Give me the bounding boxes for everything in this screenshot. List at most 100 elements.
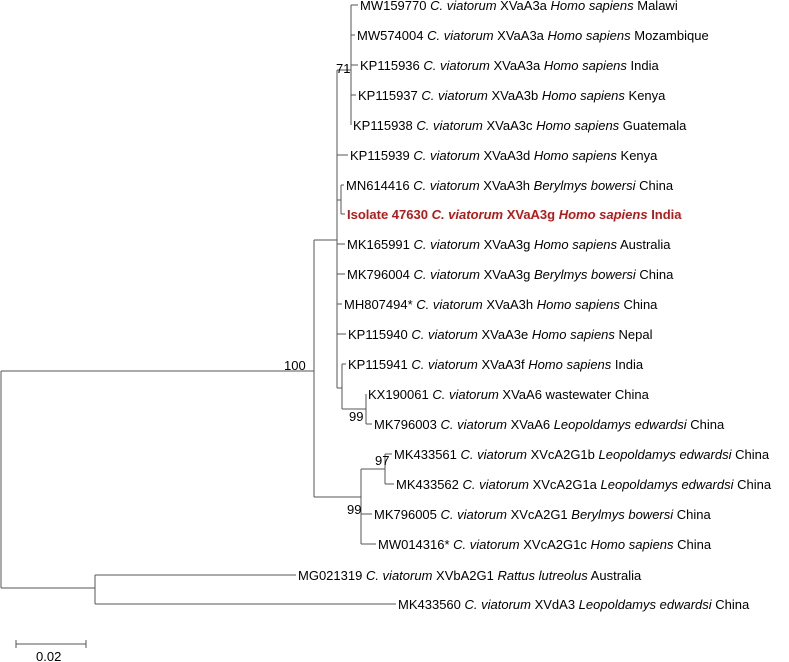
taxon-country: China [674, 537, 712, 552]
taxon-subtype: XVaA3h [480, 178, 534, 193]
taxon-country: Kenya [625, 88, 666, 103]
taxon-accession: MK796004 [347, 267, 414, 282]
taxon-species: C. viatorum [416, 297, 483, 312]
taxon-country: China [673, 507, 711, 522]
taxon-label-MW014316: MW014316* C. viatorum XVcA2G1c Homo sapi… [378, 537, 712, 552]
taxon-accession: MK796005 [374, 507, 441, 522]
taxon-country: China [731, 447, 769, 462]
tree-branches [0, 4, 396, 605]
taxon-accession: KP115938 [353, 118, 416, 133]
taxon-label-KP115940: KP115940 C. viatorum XVaA3e Homo sapiens… [348, 327, 653, 342]
taxon-country: India [627, 58, 660, 73]
taxon-country: China [733, 477, 771, 492]
taxon-host: Homo sapiens [534, 148, 618, 163]
taxon-subtype: XVaA3a [490, 58, 544, 73]
taxon-subtype: XVcA2G1a [529, 477, 601, 492]
taxon-species: C. viatorum [413, 148, 480, 163]
scale-bar: 0.02 [15, 640, 87, 662]
taxon-label-MK165991: MK165991 C. viatorum XVaA3g Homo sapiens… [347, 237, 671, 252]
taxon-label-KP115939: KP115939 C. viatorum XVaA3d Homo sapiens… [350, 148, 658, 163]
taxon-subtype: XVcA2G1 [507, 507, 571, 522]
taxon-species: C. viatorum [411, 327, 478, 342]
taxon-accession: MW014316* [378, 537, 453, 552]
taxon-accession: MK796003 [374, 417, 441, 432]
taxon-species: C. viatorum [366, 568, 433, 583]
taxon-host: Homo sapiens [534, 237, 618, 252]
taxon-subtype: XVaA3g [480, 267, 534, 282]
taxon-species: C. viatorum [416, 118, 483, 133]
taxon-species: C. viatorum [430, 0, 497, 13]
taxon-species: C. viatorum [427, 28, 494, 43]
taxon-country: Kenya [617, 148, 658, 163]
taxon-label-MK796003: MK796003 C. viatorum XVaA6 Leopoldamys e… [374, 417, 725, 432]
taxon-host: Leopoldamys edwardsi [599, 447, 733, 462]
taxon-country: Australia [617, 237, 671, 252]
taxon-species: C. viatorum [414, 267, 481, 282]
taxon-label-MW574004: MW574004 C. viatorum XVaA3a Homo sapiens… [357, 28, 709, 43]
taxon-species: C. viatorum [413, 178, 480, 193]
taxon-label-MN614416: MN614416 C. viatorum XVaA3h Berylmys bow… [346, 178, 674, 193]
taxon-label-KP115941: KP115941 C. viatorum XVaA3f Homo sapiens… [348, 357, 644, 372]
taxon-subtype: XVaA3g [480, 237, 534, 252]
taxon-label-KP115936: KP115936 C. viatorum XVaA3a Homo sapiens… [360, 58, 659, 73]
taxon-species: C. viatorum [432, 207, 504, 222]
taxon-accession: KP115936 [360, 58, 423, 73]
taxon-accession: MN614416 [346, 178, 413, 193]
taxon-species: C. viatorum [421, 88, 488, 103]
taxon-country: India [648, 207, 683, 222]
taxon-accession: MK165991 [347, 237, 414, 252]
taxon-subtype: XVaA3b [488, 88, 542, 103]
taxon-country: China [611, 387, 649, 402]
taxon-host: Homo sapiens [590, 537, 674, 552]
taxon-species: C. viatorum [423, 58, 490, 73]
taxon-label-ISOLATE47630: Isolate 47630 C. viatorum XVaA3g Homo sa… [347, 207, 682, 222]
taxon-subtype: XVaA3g [503, 207, 559, 222]
taxon-host: Leopoldamys edwardsi [579, 597, 713, 612]
taxon-host: Homo sapiens [542, 88, 626, 103]
taxon-country: Malawi [634, 0, 678, 13]
taxon-accession: MW159770 [360, 0, 430, 13]
taxon-country: Nepal [615, 327, 653, 342]
taxon-subtype: XVaA6 [507, 417, 554, 432]
taxon-subtype: XVcA2G1b [527, 447, 599, 462]
taxon-host: Homo sapiens [544, 58, 628, 73]
taxon-subtype: XVaA3a [494, 28, 548, 43]
taxon-country: China [620, 297, 658, 312]
taxon-subtype: XVcA2G1c [520, 537, 591, 552]
taxon-species: C. viatorum [414, 237, 481, 252]
taxon-country: China [687, 417, 725, 432]
taxon-labels: MW159770 C. viatorum XVaA3a Homo sapiens… [298, 0, 772, 612]
taxon-country: Guatemala [619, 118, 687, 133]
taxon-subtype: XVaA3e [478, 327, 532, 342]
taxon-subtype: XVdA3 [531, 597, 579, 612]
taxon-host: Berylmys bowersi [534, 267, 637, 282]
taxon-species: C. viatorum [441, 507, 508, 522]
taxon-host: Leopoldamys edwardsi [554, 417, 688, 432]
taxon-species: C. viatorum [432, 387, 499, 402]
taxon-host: Leopoldamys edwardsi [601, 477, 735, 492]
taxon-accession: MG021319 [298, 568, 366, 583]
taxon-subtype: XVaA3c [483, 118, 536, 133]
taxon-species: C. viatorum [453, 537, 520, 552]
taxon-country: Australia [588, 568, 642, 583]
taxon-accession: MH807494* [344, 297, 416, 312]
taxon-subtype: XVaA3h [483, 297, 537, 312]
taxon-accession: KX190061 [368, 387, 432, 402]
taxon-subtype: XVaA3d [480, 148, 534, 163]
taxon-country: China [636, 178, 674, 193]
taxon-label-KX190061: KX190061 C. viatorum XVaA6 wastewater Ch… [368, 387, 650, 402]
taxon-label-MW159770: MW159770 C. viatorum XVaA3a Homo sapiens… [360, 0, 678, 13]
taxon-accession: KP115940 [348, 327, 411, 342]
taxon-host: Homo sapiens [536, 118, 620, 133]
taxon-label-MK433561: MK433561 C. viatorum XVcA2G1b Leopoldamy… [394, 447, 770, 462]
bootstrap-value-xva: 100 [284, 358, 306, 373]
taxon-species: C. viatorum [441, 417, 508, 432]
bootstrap-value-xva6: 99 [349, 409, 363, 424]
taxon-host: Homo sapiens [559, 207, 648, 222]
taxon-subtype: XVaA6 [499, 387, 546, 402]
taxon-species: C. viatorum [465, 597, 532, 612]
taxon-label-MK433562: MK433562 C. viatorum XVcA2G1a Leopoldamy… [396, 477, 772, 492]
taxon-country: China [636, 267, 674, 282]
taxon-label-MK796005: MK796005 C. viatorum XVcA2G1 Berylmys bo… [374, 507, 711, 522]
